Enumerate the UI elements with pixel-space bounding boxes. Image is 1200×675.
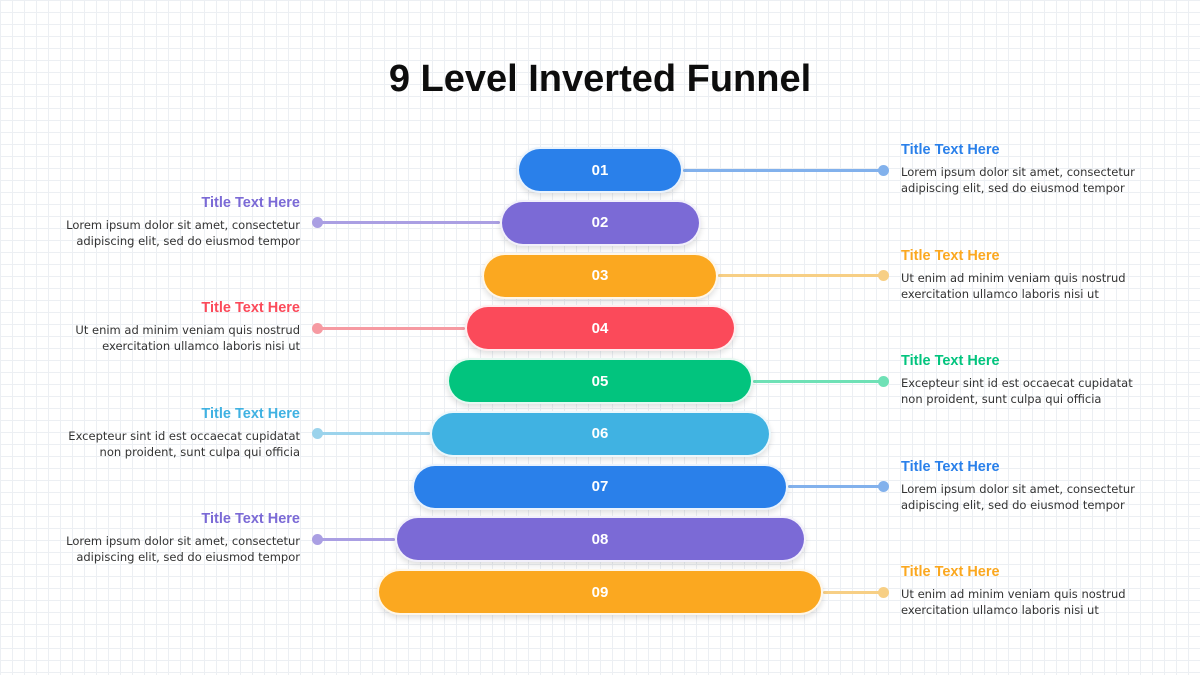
funnel-level-04: 04 xyxy=(464,305,736,352)
funnel-level-06: 06 xyxy=(429,410,771,457)
level-09-note-title: Title Text Here xyxy=(901,564,1000,580)
level-01-note-title: Title Text Here xyxy=(901,142,1000,158)
level-06-note-title: Title Text Here xyxy=(201,405,300,422)
level-08-connector xyxy=(317,537,395,541)
level-03-note-title: Title Text Here xyxy=(901,247,1000,264)
level-04-note-body: Ut enim ad minim veniam quis nostrud exe… xyxy=(75,323,300,354)
level-09-dot-icon xyxy=(877,586,889,598)
level-02-note-title: Title Text Here xyxy=(201,194,300,211)
level-05-dot-icon xyxy=(877,375,889,387)
level-08-dot-icon xyxy=(311,533,323,545)
level-03-note: Title Text Here Ut enim ad minim veniam q… xyxy=(901,248,1141,302)
level-07-connector xyxy=(788,485,883,488)
funnel-level-09: 09 xyxy=(377,569,823,615)
level-04-note: Title Text Here Ut enim ad minim veniam q… xyxy=(60,300,300,354)
level-02-dot-icon xyxy=(311,217,323,229)
level-06-dot-icon xyxy=(311,428,323,440)
level-04-dot-icon xyxy=(311,322,323,334)
level-07-note-body: Lorem ipsum dolor sit amet, consectetur … xyxy=(901,481,1135,512)
level-06-connector xyxy=(317,432,430,436)
level-04-note-title: Title Text Here xyxy=(201,300,300,317)
page-title: 9 Level Inverted Funnel xyxy=(388,58,812,100)
level-09-connector xyxy=(823,590,883,594)
level-03-connector xyxy=(718,274,883,277)
level-07-dot-icon xyxy=(877,481,889,492)
funnel-level-01: 01 xyxy=(517,147,683,193)
level-05-note-body: Excepteur sint id est occaecat cupidatat… xyxy=(901,376,1133,406)
funnel-level-05: 05 xyxy=(447,358,753,404)
level-06-note-body: Excepteur sint id est occaecat cupidatat… xyxy=(68,428,300,459)
level-04-connector xyxy=(317,326,465,330)
level-09-note: Title Text Here Ut enim ad minim veniam q… xyxy=(901,564,1141,618)
level-05-note-title: Title Text Here xyxy=(901,353,1000,369)
level-09-note-body: Ut enim ad minim veniam quis nostrud exe… xyxy=(901,587,1126,617)
funnel-level-08: 08 xyxy=(394,516,806,563)
level-07-note-title: Title Text Here xyxy=(901,458,1000,475)
funnel-level-03: 03 xyxy=(482,252,718,299)
level-05-connector xyxy=(753,379,883,383)
level-01-dot-icon xyxy=(877,164,889,176)
level-01-note-body: Lorem ipsum dolor sit amet, consectetur … xyxy=(901,165,1135,195)
level-03-note-body: Ut enim ad minim veniam quis nostrud exe… xyxy=(901,270,1126,301)
level-02-connector xyxy=(317,221,500,225)
funnel-level-02: 02 xyxy=(499,199,701,246)
level-01-connector xyxy=(683,168,883,172)
level-08-note-title: Title Text Here xyxy=(201,511,300,528)
level-08-note-body: Lorem ipsum dolor sit amet, consectetur … xyxy=(66,534,300,565)
level-03-dot-icon xyxy=(877,270,889,281)
funnel-level-07: 07 xyxy=(412,463,788,510)
level-02-note-body: Lorem ipsum dolor sit amet, consectetur … xyxy=(66,217,300,248)
